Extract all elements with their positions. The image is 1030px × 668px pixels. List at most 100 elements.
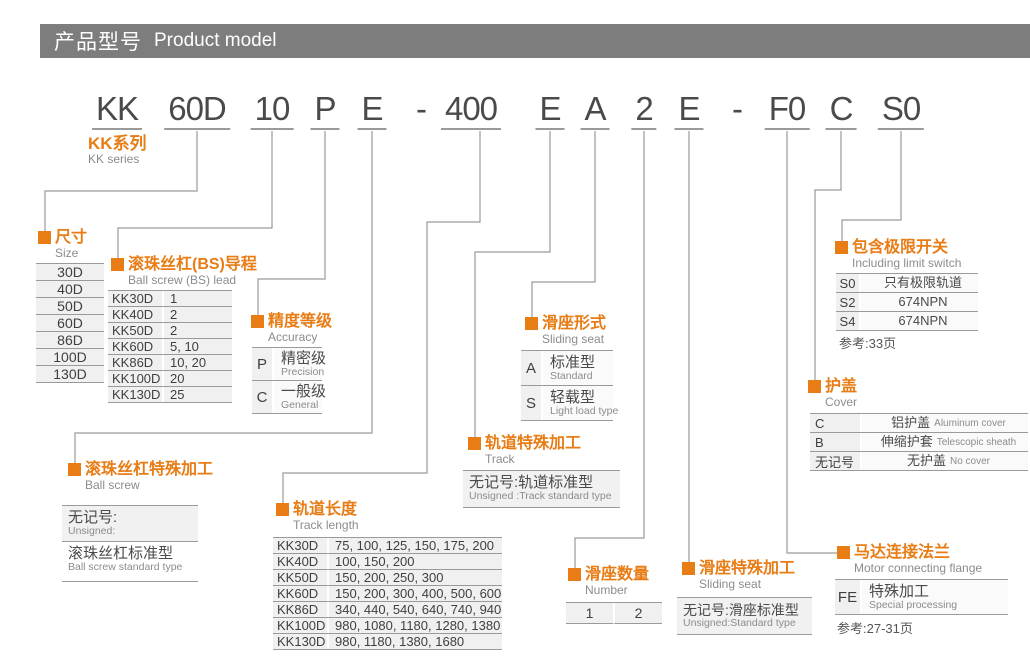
table-row: 130D — [36, 366, 104, 383]
bullet-square-icon — [276, 503, 289, 516]
track-special-title-en: Track — [485, 452, 515, 466]
callout-cover: 护盖 Cover — [808, 378, 857, 409]
model-token: A — [580, 90, 610, 130]
bullet-square-icon — [468, 437, 481, 450]
table-row: 40D — [36, 281, 104, 298]
bullet-square-icon — [568, 568, 581, 581]
callout-series: KK系列 KK series — [88, 135, 147, 166]
bss-standard-box: 滚珠丝杠标准型 Ball screw standard type — [62, 541, 198, 582]
table-row: S2 674NPN — [836, 293, 978, 312]
callout-ball-screw-special: 滚珠丝杠特殊加工 Ball screw — [68, 461, 213, 492]
series-title-en: KK series — [88, 152, 140, 166]
bullet-square-icon — [525, 317, 538, 330]
connector-track-length — [282, 131, 481, 503]
size-title-zh: 尺寸 — [55, 229, 88, 246]
bss-unsigned-box: 无记号: Unsigned: — [62, 505, 198, 541]
model-token: E — [535, 90, 565, 130]
number-cell: 2 — [613, 603, 662, 624]
model-token: KK — [91, 90, 143, 130]
size-title-en: Size — [55, 246, 79, 260]
limit-switch-title-zh: 包含极限开关 — [852, 239, 949, 256]
model-token: 400 — [440, 90, 502, 130]
limit-switch-reference-note: 参考:33页 — [839, 336, 897, 351]
table-row: 50D — [36, 298, 104, 315]
track-unsigned-box: 无记号:轨道标准型 Unsigned :Track standard type — [463, 470, 620, 508]
bullet-square-icon — [111, 258, 124, 271]
connector-accuracy — [257, 131, 326, 315]
lead-title-en: Ball screw (BS) lead — [128, 273, 237, 287]
callout-lead: 滚珠丝杠(BS)导程 Ball screw (BS) lead — [111, 256, 257, 287]
seat-type-title-zh: 滑座形式 — [542, 315, 607, 332]
seat-number-title-en: Number — [585, 583, 628, 597]
connector-seat-number — [574, 131, 645, 568]
accuracy-title-zh: 精度等级 — [268, 313, 333, 330]
seat-unsigned-box: 无记号:滑座标准型 Unsigned:Standard type — [677, 597, 812, 635]
model-token: 10 — [250, 90, 294, 130]
section-header: 产品型号 Product model — [40, 24, 1030, 58]
table-row: S0 只有极限轨道 — [836, 274, 978, 293]
callout-flange: 马达连接法兰 Motor connecting flange — [837, 544, 982, 575]
lead-title-zh: 滚珠丝杠(BS)导程 — [128, 256, 257, 273]
callout-track-length: 轨道长度 Track length — [276, 501, 359, 532]
connector-flange — [786, 131, 837, 554]
callout-accuracy: 精度等级 Accuracy — [251, 313, 332, 344]
cover-title-en: Cover — [825, 395, 858, 409]
table-row: 60D — [36, 315, 104, 332]
connector-seat-type — [531, 131, 596, 317]
model-token: P — [310, 90, 340, 130]
section-title-zh: 产品型号 — [54, 31, 142, 54]
bullet-square-icon — [837, 546, 850, 559]
callout-limit-switch: 包含极限开关 Including limit switch — [835, 239, 961, 270]
bullet-square-icon — [808, 380, 821, 393]
flange-title-zh: 马达连接法兰 — [854, 544, 951, 561]
size-table: 30D 40D 50D 60D 86D 100D 130D — [36, 263, 104, 383]
connector-lead — [117, 131, 273, 258]
table-row: 86D — [36, 332, 104, 349]
connector-limit-switch — [841, 131, 902, 241]
seat-type-title-en: Sliding seat — [542, 332, 605, 346]
model-token-dash: - — [416, 90, 427, 127]
model-token: 60D — [164, 90, 230, 130]
seat-number-table: 1 2 — [566, 602, 662, 624]
accuracy-title-en: Accuracy — [268, 330, 318, 344]
limit-switch-title-en: Including limit switch — [852, 256, 962, 270]
connector-size — [44, 131, 198, 231]
connector-cover — [814, 131, 842, 380]
seat-number-title-zh: 滑座数量 — [585, 566, 650, 583]
bullet-square-icon — [682, 562, 695, 575]
callout-track-special: 轨道特殊加工 Track — [468, 435, 581, 466]
series-title-zh: KK系列 — [88, 134, 147, 153]
model-token: E — [674, 90, 704, 130]
flange-reference-note: 参考:27-31页 — [837, 621, 913, 636]
model-token: 2 — [631, 90, 657, 130]
callout-seat-number: 滑座数量 Number — [568, 566, 649, 597]
bss-title-zh: 滚珠丝杠特殊加工 — [85, 461, 214, 478]
track-special-title-zh: 轨道特殊加工 — [485, 435, 582, 452]
callout-seat-special: 滑座特殊加工 Sliding seat — [682, 560, 795, 591]
number-cell: 1 — [566, 603, 613, 624]
model-token: S0 — [877, 90, 925, 130]
